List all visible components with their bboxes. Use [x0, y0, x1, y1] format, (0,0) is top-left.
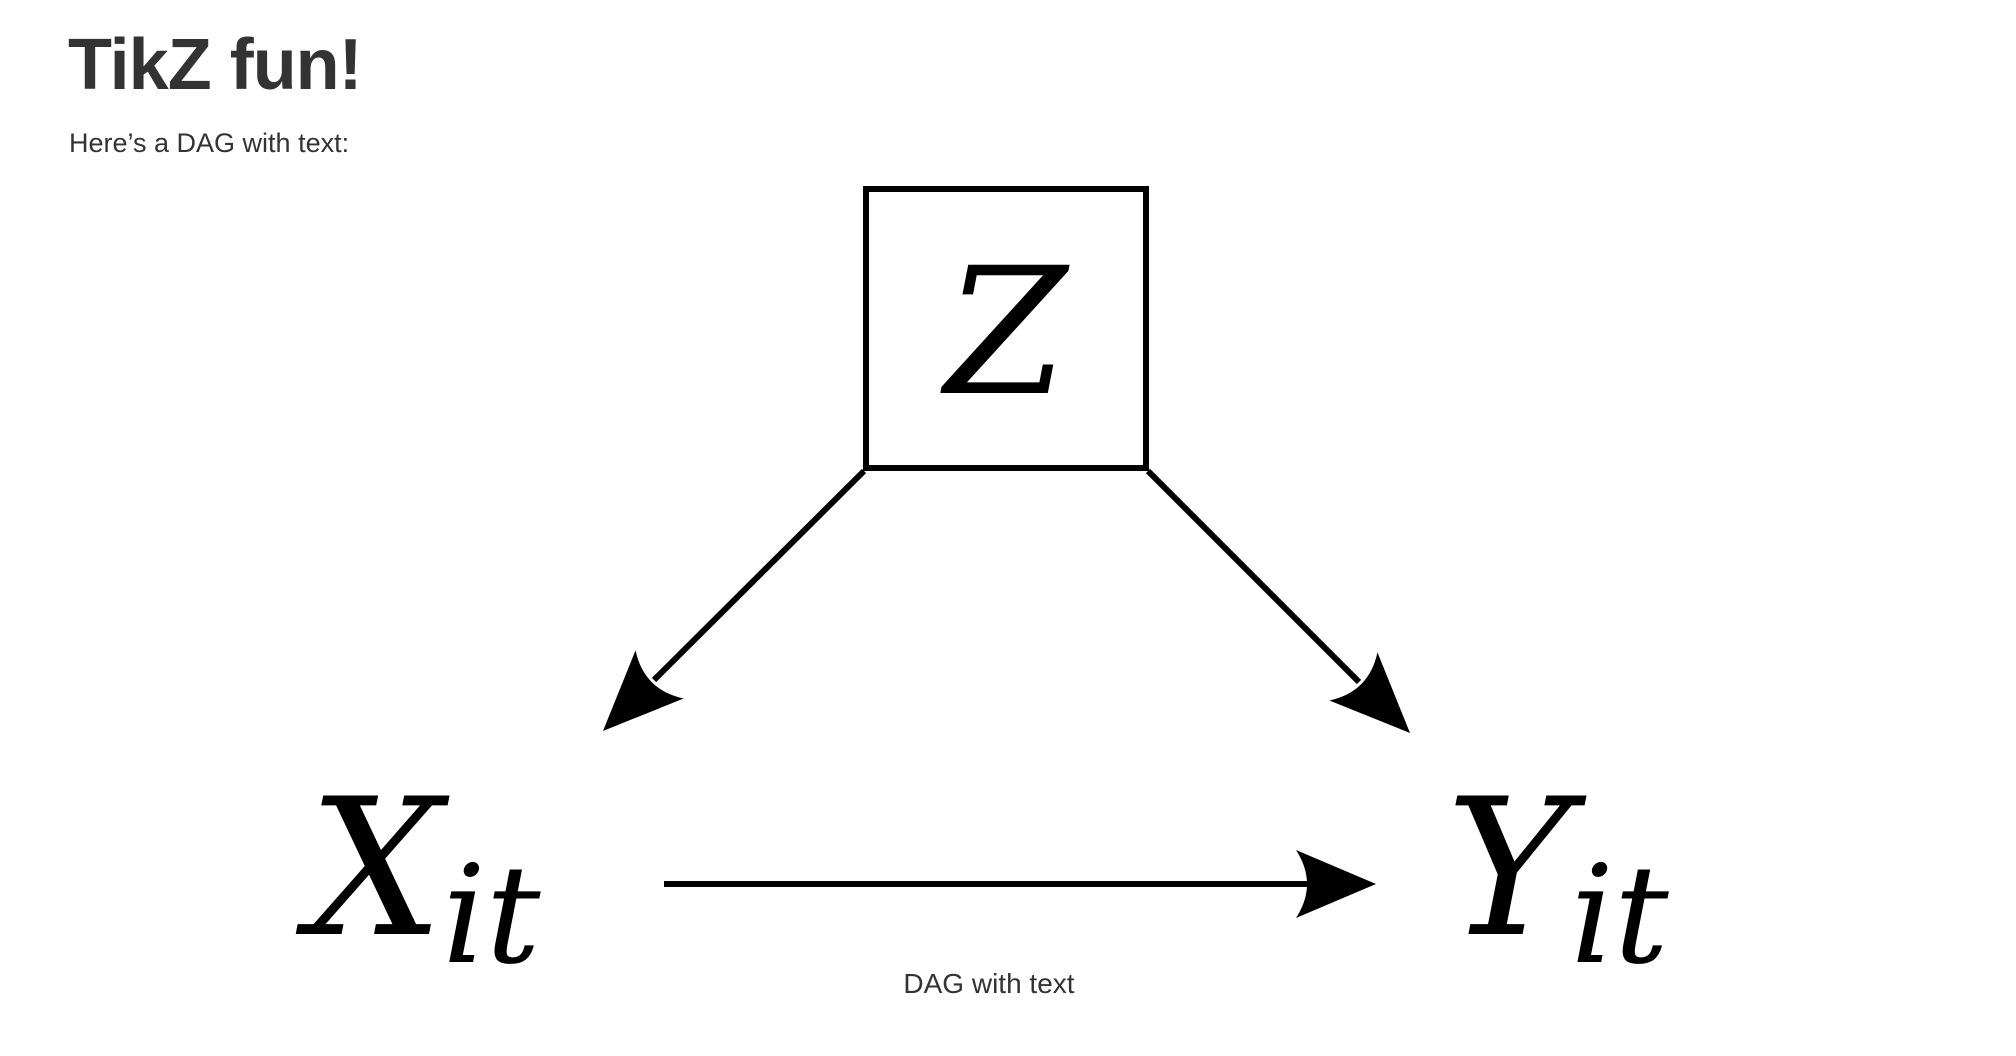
page-title: TikZ fun! [68, 25, 363, 105]
z-node-label: Z [940, 230, 1070, 435]
y-node-label: Y it [1446, 758, 1669, 995]
edge-z-to-x [578, 468, 867, 756]
intro-text: Here’s a DAG with text: [69, 128, 350, 158]
edge-z-to-y [1145, 468, 1435, 758]
y-node-subscript: it [1571, 837, 1669, 995]
x-node-label: X it [295, 758, 541, 995]
x-node-base: X [295, 758, 450, 979]
edge-x-to-y [664, 850, 1376, 918]
y-node-base: Y [1446, 758, 1587, 979]
z-node-box [863, 186, 1149, 471]
x-node-subscript: it [442, 837, 540, 995]
diagram-caption: DAG with text [903, 968, 1074, 999]
